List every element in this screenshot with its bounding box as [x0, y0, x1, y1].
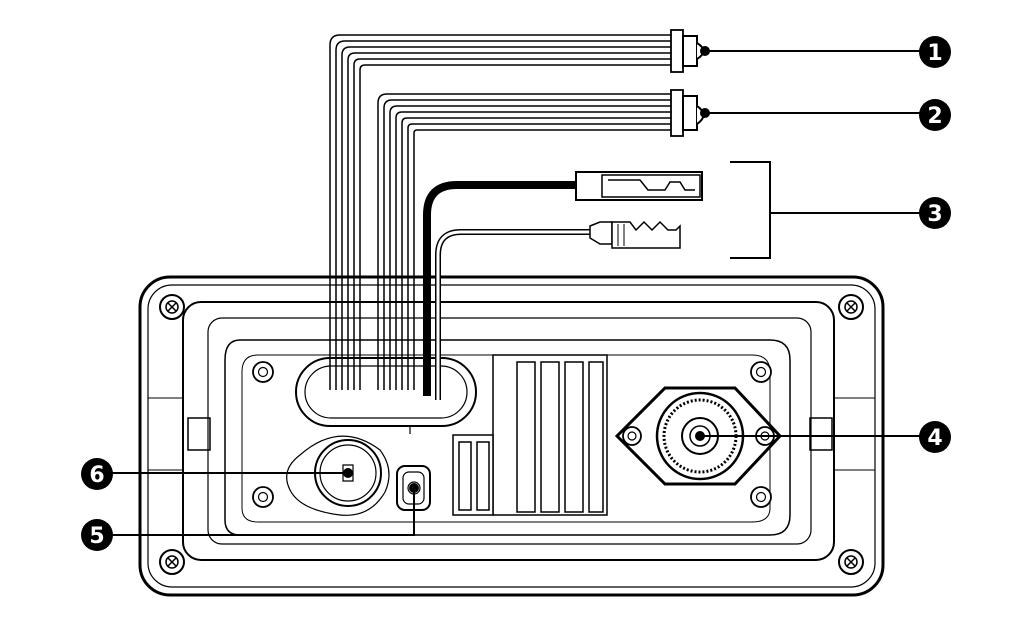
callout-2-label: 2 — [927, 104, 942, 129]
power-connector-white — [589, 220, 681, 249]
leader-lines — [110, 46, 922, 536]
corner-screws — [159, 294, 864, 575]
callout-4: 4 — [919, 421, 951, 453]
connector-1 — [670, 29, 705, 73]
screw-top-left — [159, 294, 185, 320]
bracket-3 — [730, 161, 771, 259]
callout-1: 1 — [919, 36, 951, 68]
callout-2: 2 — [919, 99, 951, 131]
inner-screws — [252, 361, 772, 508]
screw-bottom-right — [838, 549, 864, 575]
wire-bundle-1 — [329, 34, 672, 390]
callout-6-label: 6 — [89, 463, 104, 488]
callout-6: 6 — [81, 458, 113, 490]
screw-bottom-left — [159, 549, 185, 575]
power-cable-black — [423, 181, 578, 396]
callout-5-label: 5 — [89, 524, 104, 549]
callout-3: 3 — [919, 197, 951, 229]
power-connector-black — [575, 171, 703, 201]
callout-1-label: 1 — [927, 41, 942, 66]
cable-grommet — [295, 357, 477, 434]
connector-2 — [670, 89, 705, 137]
callout-4-label: 4 — [927, 426, 942, 451]
heat-sink — [452, 354, 608, 516]
screw-top-right — [838, 294, 864, 320]
callout-3-label: 3 — [927, 202, 942, 227]
callout-5: 5 — [81, 519, 113, 551]
power-cable-white — [435, 229, 590, 400]
wire-bundle-2 — [377, 93, 672, 390]
